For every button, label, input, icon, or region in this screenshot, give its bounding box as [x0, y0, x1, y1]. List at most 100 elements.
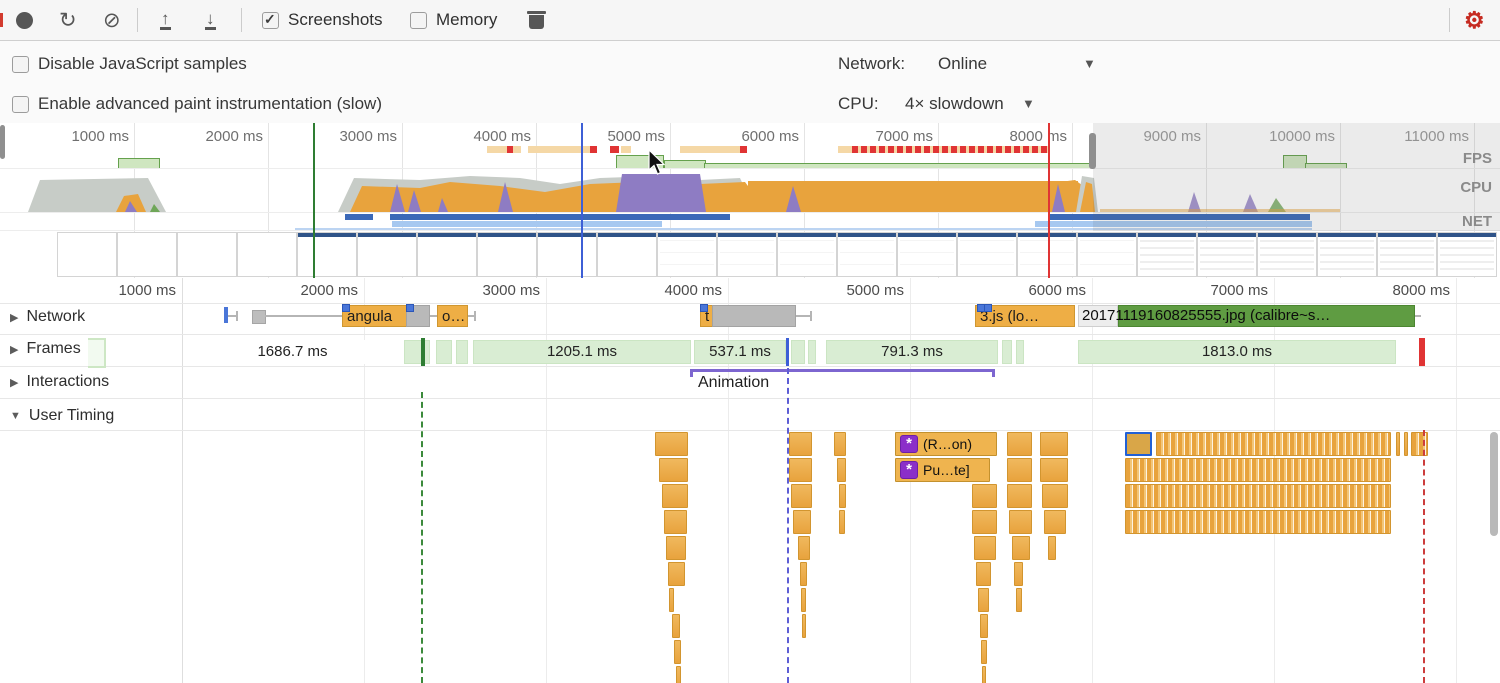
screenshot-thumbnail[interactable]: [597, 232, 657, 277]
download-icon[interactable]: ↓: [205, 8, 216, 30]
flame-bar[interactable]: [972, 510, 997, 534]
flame-bar[interactable]: [1007, 432, 1032, 456]
screenshot-thumbnail[interactable]: [537, 232, 597, 277]
frame-segment[interactable]: [436, 340, 452, 364]
frame-segment[interactable]: [1016, 340, 1024, 364]
disable-js-checkbox[interactable]: [12, 56, 29, 73]
screenshot-thumbnail[interactable]: [1437, 232, 1497, 277]
memory-checkbox[interactable]: [410, 11, 427, 29]
frame-segment[interactable]: [456, 340, 468, 364]
flame-bar[interactable]: [801, 588, 806, 612]
chevron-right-icon[interactable]: ▶: [10, 311, 19, 324]
chevron-right-icon[interactable]: ▶: [10, 376, 19, 389]
track-user-timing[interactable]: ▼ User Timing: [10, 407, 114, 425]
flame-bar[interactable]: [664, 510, 687, 534]
flame-bar[interactable]: [1016, 588, 1022, 612]
flame-bar[interactable]: [1404, 432, 1408, 456]
block-icon[interactable]: ⊘: [103, 8, 121, 32]
screenshot-thumbnail[interactable]: [1077, 232, 1137, 277]
screenshot-thumbnail[interactable]: [837, 232, 897, 277]
flame-bar[interactable]: [669, 588, 674, 612]
cpu-throttle-select[interactable]: 4× slowdown: [905, 94, 1004, 113]
request-bar[interactable]: 3.js (lo…: [975, 305, 1075, 327]
screenshots-checkbox[interactable]: [262, 11, 279, 29]
flame-bar[interactable]: [1014, 562, 1023, 586]
screenshot-thumbnail[interactable]: [237, 232, 297, 277]
flame-bar[interactable]: [662, 484, 688, 508]
flame-bar[interactable]: [1125, 458, 1391, 482]
flame-bar[interactable]: [974, 536, 996, 560]
flame-bar[interactable]: [1125, 432, 1152, 456]
flame-bar[interactable]: [1048, 536, 1056, 560]
vertical-scrollbar[interactable]: [1490, 432, 1498, 536]
track-network[interactable]: ▶ Network: [10, 308, 85, 326]
screenshot-thumbnail[interactable]: [957, 232, 1017, 277]
screenshot-thumbnail[interactable]: [897, 232, 957, 277]
flame-bar[interactable]: [1125, 510, 1391, 534]
flame-bar[interactable]: [1040, 458, 1068, 482]
screenshot-thumbnail[interactable]: [1257, 232, 1317, 277]
trash-icon[interactable]: [527, 11, 546, 29]
flame-bar[interactable]: [1012, 536, 1030, 560]
frame-segment[interactable]: [791, 340, 805, 364]
flame-bar[interactable]: [1411, 432, 1428, 456]
flame-bar[interactable]: [1125, 484, 1391, 508]
frame-segment[interactable]: [1002, 340, 1012, 364]
flame-bar[interactable]: [802, 614, 806, 638]
flame-bar[interactable]: [791, 484, 812, 508]
screenshot-thumbnail[interactable]: [477, 232, 537, 277]
track-interactions[interactable]: ▶ Interactions: [10, 373, 109, 391]
window-right-handle[interactable]: [1089, 133, 1096, 169]
chevron-down-icon[interactable]: ▼: [1083, 56, 1096, 71]
network-request[interactable]: o…: [0, 305, 1500, 327]
screenshot-thumbnail[interactable]: [297, 232, 357, 277]
flame-bar[interactable]: [666, 536, 686, 560]
flame-bar[interactable]: [1396, 432, 1400, 456]
frame-segment[interactable]: 1686.7 ms: [185, 340, 400, 364]
flame-bar[interactable]: [837, 458, 846, 482]
flame-bar[interactable]: [1009, 510, 1032, 534]
track-frames[interactable]: ▶ Frames: [10, 340, 81, 358]
screenshot-thumbnail[interactable]: [1197, 232, 1257, 277]
network-request[interactable]: angula: [0, 304, 1500, 327]
reload-icon[interactable]: ↻: [59, 8, 77, 32]
screenshot-thumbnail[interactable]: [1377, 232, 1437, 277]
network-request[interactable]: [0, 305, 1500, 327]
frame-segment[interactable]: [404, 340, 430, 364]
flame-bar[interactable]: [1042, 484, 1068, 508]
flame-bar[interactable]: [798, 536, 810, 560]
screenshot-thumbnail[interactable]: [657, 232, 717, 277]
window-left-handle[interactable]: [0, 125, 5, 159]
screenshot-thumbnail[interactable]: [417, 232, 477, 277]
frame-segment[interactable]: [808, 340, 816, 364]
screenshot-thumbnail[interactable]: [717, 232, 777, 277]
flame-bar[interactable]: [976, 562, 991, 586]
screenshot-thumbnail[interactable]: [1017, 232, 1077, 277]
screenshot-thumbnail[interactable]: [1317, 232, 1377, 277]
flame-bar[interactable]: [1007, 458, 1032, 482]
flame-bar[interactable]: [839, 510, 845, 534]
network-request[interactable]: 20171119160825555.jpg (calibre~s…: [0, 305, 1500, 327]
screenshot-thumbnail[interactable]: [357, 232, 417, 277]
flame-bar[interactable]: [672, 614, 680, 638]
flame-bar[interactable]: [1156, 432, 1391, 456]
gear-icon[interactable]: ⚙: [1464, 6, 1485, 33]
flame-bar[interactable]: [1007, 484, 1032, 508]
screenshot-thumbnail[interactable]: [1137, 232, 1197, 277]
network-request[interactable]: t: [0, 304, 1500, 327]
flame-bar[interactable]: [972, 484, 997, 508]
flame-bar[interactable]: *(R…on): [895, 432, 997, 456]
screenshot-thumbnail[interactable]: [117, 232, 177, 277]
frame-segment[interactable]: 1205.1 ms: [473, 340, 691, 364]
flame-bar[interactable]: [834, 432, 846, 456]
flame-bar[interactable]: [793, 510, 811, 534]
network-throttle-select[interactable]: Online: [938, 54, 988, 73]
flame-bar[interactable]: [839, 484, 846, 508]
record-icon[interactable]: [16, 11, 33, 29]
frame-segment[interactable]: 537.1 ms: [694, 340, 786, 364]
screenshot-thumbnail[interactable]: [57, 232, 117, 277]
flame-bar[interactable]: [674, 640, 681, 664]
chevron-right-icon[interactable]: ▶: [10, 343, 19, 356]
